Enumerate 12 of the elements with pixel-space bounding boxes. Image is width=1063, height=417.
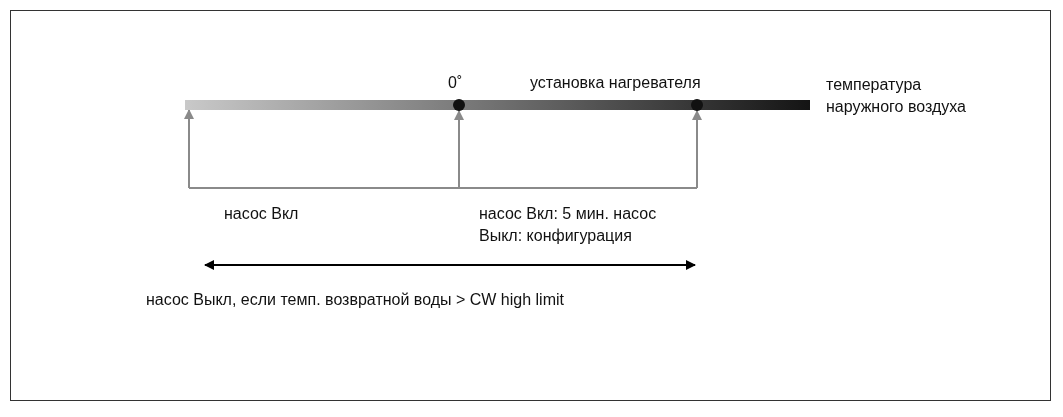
node-caption: температура наружного воздуха (826, 75, 967, 117)
point-marker (453, 99, 465, 111)
temperature-scale-bar (185, 100, 810, 110)
arrow (454, 110, 464, 189)
point-marker (691, 99, 703, 111)
arrow (184, 109, 194, 189)
node-caption: 0˚ (448, 73, 464, 93)
text-label: насос Вкл: 5 мин. насос Выкл: конфигурация (479, 204, 658, 246)
arrow (692, 110, 702, 189)
node-caption: установка нагревателя (530, 73, 702, 93)
text-label: насос Выкл, если темп. возвратной воды > CW high limit (146, 290, 565, 310)
text-label: насос Вкл (224, 204, 300, 224)
